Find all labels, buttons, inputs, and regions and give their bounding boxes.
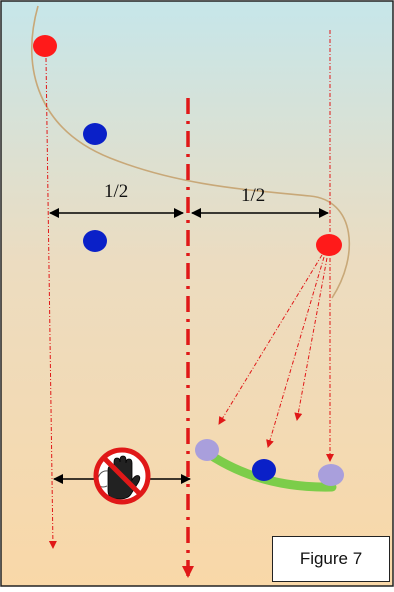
blue-dot-on-arc [252,459,276,481]
ray-to-left [218,254,323,425]
purple-dot-left [195,439,219,461]
ray-to-right [294,257,328,421]
purple-dot-right [318,464,344,486]
red-dot-right [316,234,342,256]
blue-dot-lower [83,230,107,252]
red-dot-top-left [33,35,57,57]
figure-caption-box: Figure 7 [272,536,390,582]
left-dotted-line [45,57,57,549]
left-half-label: 1/2 [104,181,129,202]
blue-dot-upper [83,123,107,145]
no-hand-stop-icon [93,447,151,505]
tan-curve [31,5,351,299]
figure-caption: Figure 7 [299,549,363,568]
ray-to-middle [266,256,325,448]
right-half-label: 1/2 [241,185,266,206]
